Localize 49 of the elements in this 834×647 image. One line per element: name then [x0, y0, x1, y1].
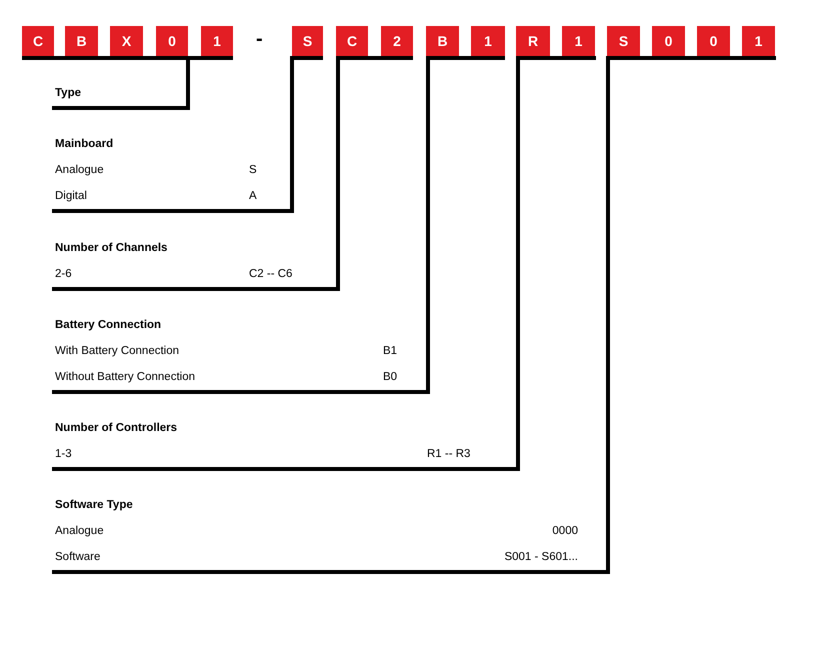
- code-character-box: 1: [471, 26, 505, 56]
- code-section: [52, 136, 292, 213]
- code-value: 0000: [552, 524, 578, 538]
- option-label: Software: [55, 550, 100, 564]
- section-heading: Mainboard: [55, 137, 114, 151]
- code-character-box: X: [110, 26, 143, 56]
- code-character-box: C: [336, 26, 368, 56]
- code-section: [52, 420, 518, 471]
- code-value: R1 -- R3: [427, 447, 470, 461]
- code-section: [52, 497, 608, 574]
- code-character-box: B: [65, 26, 98, 56]
- code-value: S: [249, 163, 257, 177]
- code-value: B1: [383, 344, 398, 358]
- code-value: B0: [383, 370, 398, 384]
- section-heading: Type: [55, 86, 81, 100]
- leader-line: [606, 56, 610, 574]
- code-character-box: S: [607, 26, 640, 56]
- code-character-box: 1: [742, 26, 775, 56]
- option-label: Analogue: [55, 524, 104, 538]
- code-character-box: 0: [652, 26, 685, 56]
- code-character-box: B: [426, 26, 459, 56]
- code-value: S001 - S601...: [504, 550, 578, 564]
- leader-line: [290, 56, 294, 213]
- option-label: Digital: [55, 189, 87, 203]
- code-value: A: [249, 189, 257, 203]
- leader-line: [516, 56, 520, 471]
- leader-line: [336, 56, 340, 291]
- code-character-box: 1: [201, 26, 233, 56]
- option-label: Without Battery Connection: [55, 370, 195, 384]
- code-character-box: R: [516, 26, 550, 56]
- code-separator: -: [256, 28, 263, 51]
- option-label: 2-6: [55, 267, 72, 281]
- code-character-box: 2: [381, 26, 413, 56]
- option-label: 1-3: [55, 447, 72, 461]
- code-character-box: S: [292, 26, 323, 56]
- option-label: With Battery Connection: [55, 344, 180, 358]
- section-heading: Battery Connection: [55, 318, 162, 332]
- code-character-box: 0: [697, 26, 730, 56]
- code-section: [52, 240, 338, 291]
- code-section: [52, 317, 428, 394]
- code-character-box: 1: [562, 26, 595, 56]
- option-label: Analogue: [55, 163, 104, 177]
- section-heading: Software Type: [55, 498, 133, 512]
- section-heading: Number of Controllers: [55, 421, 178, 435]
- code-value: C2 -- C6: [249, 267, 292, 281]
- section-heading: Number of Channels: [55, 241, 168, 255]
- code-character-box: C: [22, 26, 54, 56]
- code-character-box: 0: [156, 26, 188, 56]
- code-section: [52, 85, 188, 110]
